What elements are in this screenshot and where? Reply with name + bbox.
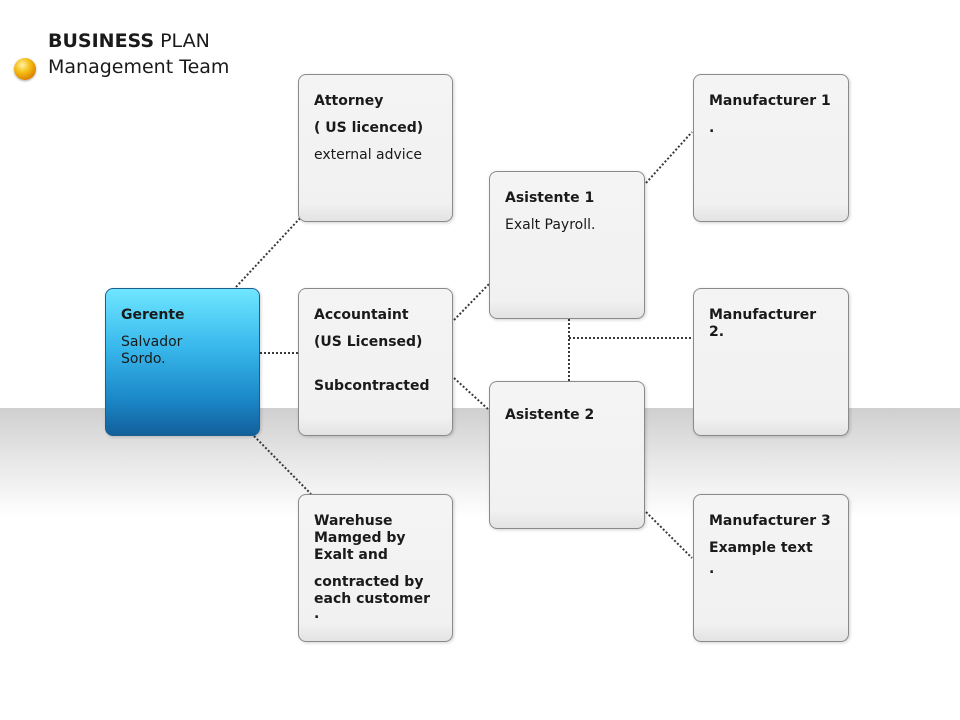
attorney-note: external advice	[314, 147, 423, 163]
attorney-box[interactable]: Attorney ( US licenced) external advice	[298, 74, 453, 222]
warehouse-line4: contracted by	[314, 574, 424, 590]
asistente1-title: Asistente 1	[505, 190, 595, 206]
warehouse-box[interactable]: Warehuse Mamged by Exalt and contracted …	[298, 494, 453, 642]
manufacturer1-title: Manufacturer 1	[709, 93, 831, 109]
warehouse-line3: Exalt and	[314, 547, 388, 563]
connector-asistente1-manufacturer1	[645, 131, 693, 184]
attorney-license: ( US licenced)	[314, 120, 424, 136]
gerente-box[interactable]: Gerente Salvador Sordo.	[105, 288, 260, 436]
gerente-title: Gerente	[121, 307, 185, 323]
manufacturer2-title: Manufacturer 2.	[709, 307, 817, 340]
connector-accountant-asistente2	[453, 377, 490, 411]
asistente1-box[interactable]: Asistente 1 Exalt Payroll.	[489, 171, 645, 319]
connector-gerente-warehouse	[253, 435, 312, 495]
manufacturer3-dot: .	[709, 561, 715, 577]
attorney-title: Attorney	[314, 93, 384, 109]
accountant-title: Accountaint	[314, 307, 409, 323]
subtitle: Management Team	[48, 56, 230, 78]
accountant-box[interactable]: Accountaint (US Licensed) Subcontracted	[298, 288, 453, 436]
page-title: BUSINESS PLAN Management Team	[48, 28, 229, 80]
manufacturer3-title: Manufacturer 3	[709, 513, 831, 529]
title-rest: PLAN	[154, 30, 210, 52]
gerente-name-last: Sordo.	[121, 351, 166, 367]
gerente-name-first: Salvador	[121, 334, 183, 350]
manufacturer1-note: .	[709, 120, 715, 136]
orange-sphere-icon	[14, 58, 36, 80]
asistente1-note: Exalt Payroll.	[505, 217, 596, 233]
manufacturer1-box[interactable]: Manufacturer 1 .	[693, 74, 849, 222]
warehouse-line6: .	[314, 606, 320, 622]
accountant-note: Subcontracted	[314, 378, 430, 394]
accountant-license: (US Licensed)	[314, 334, 423, 350]
warehouse-line5: each customer	[314, 591, 430, 607]
connector-gerente-attorney	[235, 214, 304, 288]
warehouse-line1: Warehuse	[314, 513, 393, 529]
asistente2-box[interactable]: Asistente 2	[489, 381, 645, 529]
warehouse-line2: Mamged by	[314, 530, 406, 546]
manufacturer3-note: Example text	[709, 540, 813, 556]
title-bold: BUSINESS	[48, 30, 155, 52]
connector-accountant-asistente1	[453, 283, 490, 321]
connector-asistente2-manufacturer3	[645, 511, 693, 559]
manufacturer2-box[interactable]: Manufacturer 2.	[693, 288, 849, 436]
manufacturer3-box[interactable]: Manufacturer 3 Example text .	[693, 494, 849, 642]
asistente2-title: Asistente 2	[505, 407, 595, 423]
